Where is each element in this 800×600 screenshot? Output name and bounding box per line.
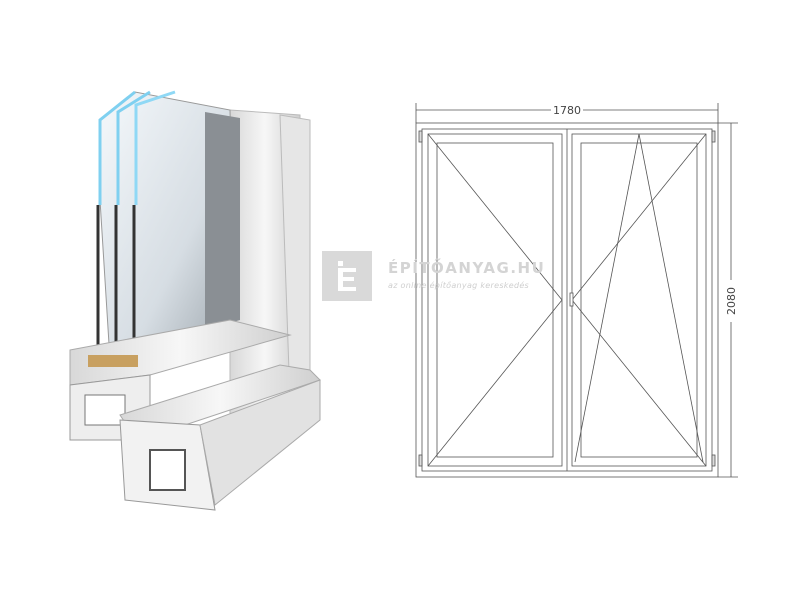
watermark-title: ÉPÍTŐANYAG.HU — [388, 259, 546, 277]
width-label: 1780 — [553, 104, 581, 117]
outer-frame — [415, 122, 719, 478]
height-label: 2080 — [725, 287, 738, 315]
right-sash — [571, 133, 707, 467]
left-sash — [427, 133, 563, 467]
watermark-e-icon — [338, 261, 356, 291]
watermark-logo — [322, 251, 372, 301]
window-technical-drawing — [415, 103, 738, 478]
handle-icon — [569, 292, 574, 307]
window-profile-render — [69, 90, 321, 511]
watermark-subtitle: az online építőanyag kereskedés — [388, 281, 530, 290]
